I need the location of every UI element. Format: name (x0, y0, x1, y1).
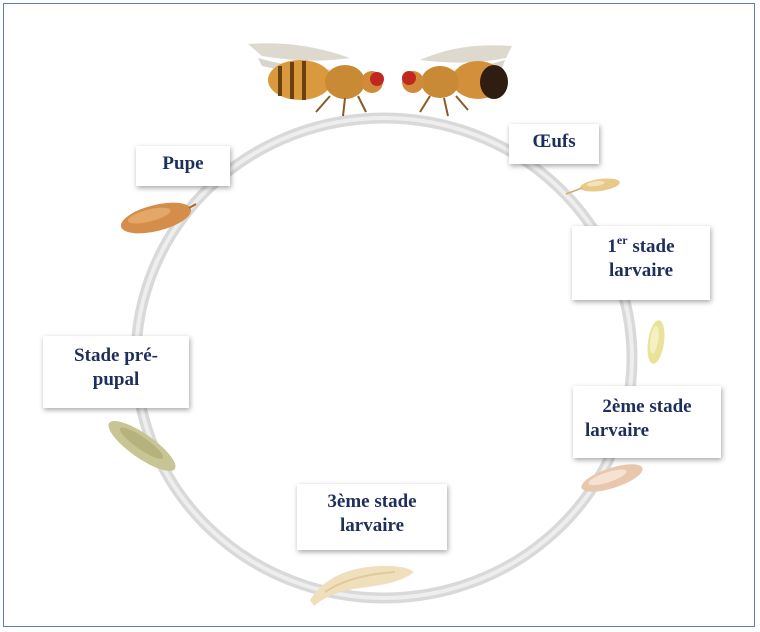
prepupal-line2: pupal (53, 368, 179, 392)
label-first-instar: 1er stade larvaire (572, 226, 710, 300)
pupe-text: Pupe (162, 153, 203, 174)
second-instar-line2: larvaire (583, 419, 711, 443)
oeufs-text: Œufs (532, 131, 575, 152)
label-pupe: Pupe (136, 146, 230, 186)
first-instar-line1: 1er stade (582, 235, 700, 259)
prepupal-line1: Stade pré- (53, 344, 179, 368)
adult-flies-image (248, 43, 512, 116)
label-prepupal: Stade pré- pupal (43, 336, 189, 408)
pupa-image (118, 197, 196, 240)
third-instar-line2: larvaire (307, 514, 437, 538)
third-instar-line1: 3ème stade (307, 490, 437, 514)
label-third-instar: 3ème stade larvaire (297, 484, 447, 550)
egg-image (566, 176, 621, 194)
label-oeufs: Œufs (509, 124, 599, 164)
first-instar-line2: larvaire (582, 259, 700, 283)
second-instar-line1: 2ème stade (583, 395, 711, 419)
first-instar-larva-image (645, 319, 667, 365)
label-second-instar: 2ème stade larvaire (573, 386, 721, 458)
